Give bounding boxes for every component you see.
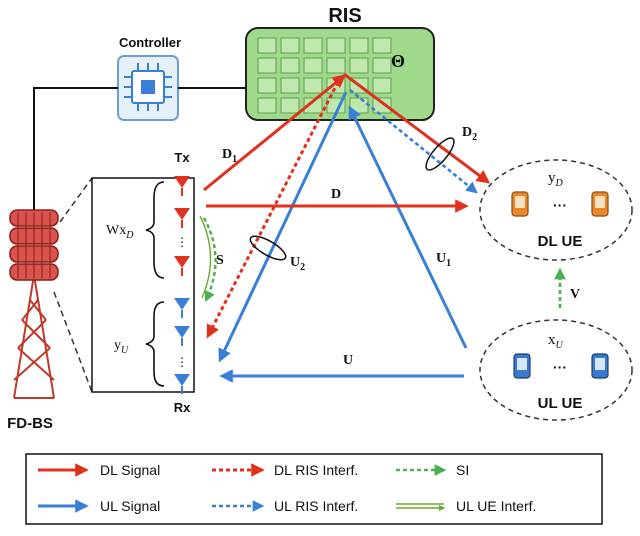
ris-element [349, 57, 369, 74]
controller-label: Controller [119, 35, 181, 50]
ris-element [349, 37, 369, 54]
controller-chip-icon [117, 55, 179, 121]
ris-element [257, 77, 277, 94]
ris-title: RIS [328, 5, 361, 27]
legend-dl-ris-interf-label: DL RIS Interf. [274, 462, 358, 478]
ris-phase-label: Θ [391, 51, 405, 71]
ris-element [280, 57, 300, 74]
ul-ue-phone-icon [513, 353, 531, 379]
legend: DL Signal DL RIS Interf. SI UL Signal UL… [25, 453, 603, 525]
d-label: D [331, 187, 341, 202]
yu-label: yU [114, 338, 129, 356]
ul-ue-dots: ··· [553, 359, 567, 375]
dl-ue-y-label: yD [548, 170, 564, 189]
ul-ue-group [479, 319, 633, 421]
ris-panel [245, 27, 435, 121]
rx-brace [145, 301, 165, 387]
u2-ellipse-marker [249, 235, 287, 261]
ris-element [303, 37, 323, 54]
dl-ue-label: DL UE [538, 233, 583, 250]
ris-element [372, 37, 392, 54]
tx-brace [145, 181, 165, 279]
ris-element [257, 37, 277, 54]
legend-dl-signal-label: DL Signal [100, 462, 160, 478]
ul-ue-label: UL UE [538, 395, 583, 412]
u1-label: U1 [436, 251, 451, 269]
legend-ul-ue-interf-label: UL UE Interf. [456, 498, 536, 514]
ris-element [326, 37, 346, 54]
ris-element [372, 97, 392, 114]
ul-ris-interference-arrow [349, 88, 478, 194]
tx-antenna-icons [174, 176, 190, 276]
dl-d1-arrow [203, 74, 347, 192]
legend-ul-signal-label: UL Signal [100, 498, 160, 514]
si-arrow [202, 217, 217, 302]
dl-d2-arrow [343, 72, 491, 184]
v-channel-label: V [570, 287, 580, 302]
tx-dots: ⋮ [176, 235, 188, 249]
dl-ue-dots: ··· [553, 197, 567, 213]
ul-ue-x-label: xU [548, 332, 564, 351]
legend-ul-ris-interf-label: UL RIS Interf. [274, 498, 358, 514]
wx-label: WxD [106, 223, 134, 241]
ris-element [372, 57, 392, 74]
si-channel-label: S [216, 253, 224, 268]
ris-element [280, 77, 300, 94]
ul-u1-arrow [348, 105, 468, 349]
ul-u2-arrow [218, 91, 348, 363]
ris-element [280, 37, 300, 54]
dl-ue-phone-icon [511, 191, 529, 217]
ul-ue-phone-icon [591, 353, 609, 379]
dl-ue-phone-icon [591, 191, 609, 217]
u-label: U [343, 353, 353, 368]
legend-box [25, 453, 603, 525]
ris-element [257, 97, 277, 114]
ris-element [303, 77, 323, 94]
ris-element [303, 57, 323, 74]
ris-element [280, 97, 300, 114]
rx-antenna-icons [174, 298, 190, 394]
dl-ris-interference-arrow [206, 81, 340, 339]
rx-label: Rx [174, 400, 191, 415]
dl-ue-group [479, 159, 633, 261]
legend-si-label: SI [456, 462, 469, 478]
si-arrow-inner [199, 215, 212, 299]
zoom-line-bottom [53, 291, 93, 393]
bs-controller-wire [33, 87, 118, 210]
ris-element [326, 77, 346, 94]
u2-label: U2 [290, 255, 305, 273]
rx-dots: ⋮ [176, 355, 188, 369]
bs-label: FD-BS [7, 415, 53, 432]
d1-label: D1 [222, 147, 237, 165]
base-station-tower-icon [9, 209, 59, 399]
ris-element [372, 77, 392, 94]
d2-ellipse-marker [425, 137, 455, 171]
tx-label: Tx [174, 150, 190, 165]
antenna-array-box [91, 177, 195, 393]
ris-element [303, 97, 323, 114]
d2-label: D2 [462, 125, 477, 143]
ris-element [326, 57, 346, 74]
ris-element [257, 57, 277, 74]
zoom-line-top [59, 177, 93, 223]
